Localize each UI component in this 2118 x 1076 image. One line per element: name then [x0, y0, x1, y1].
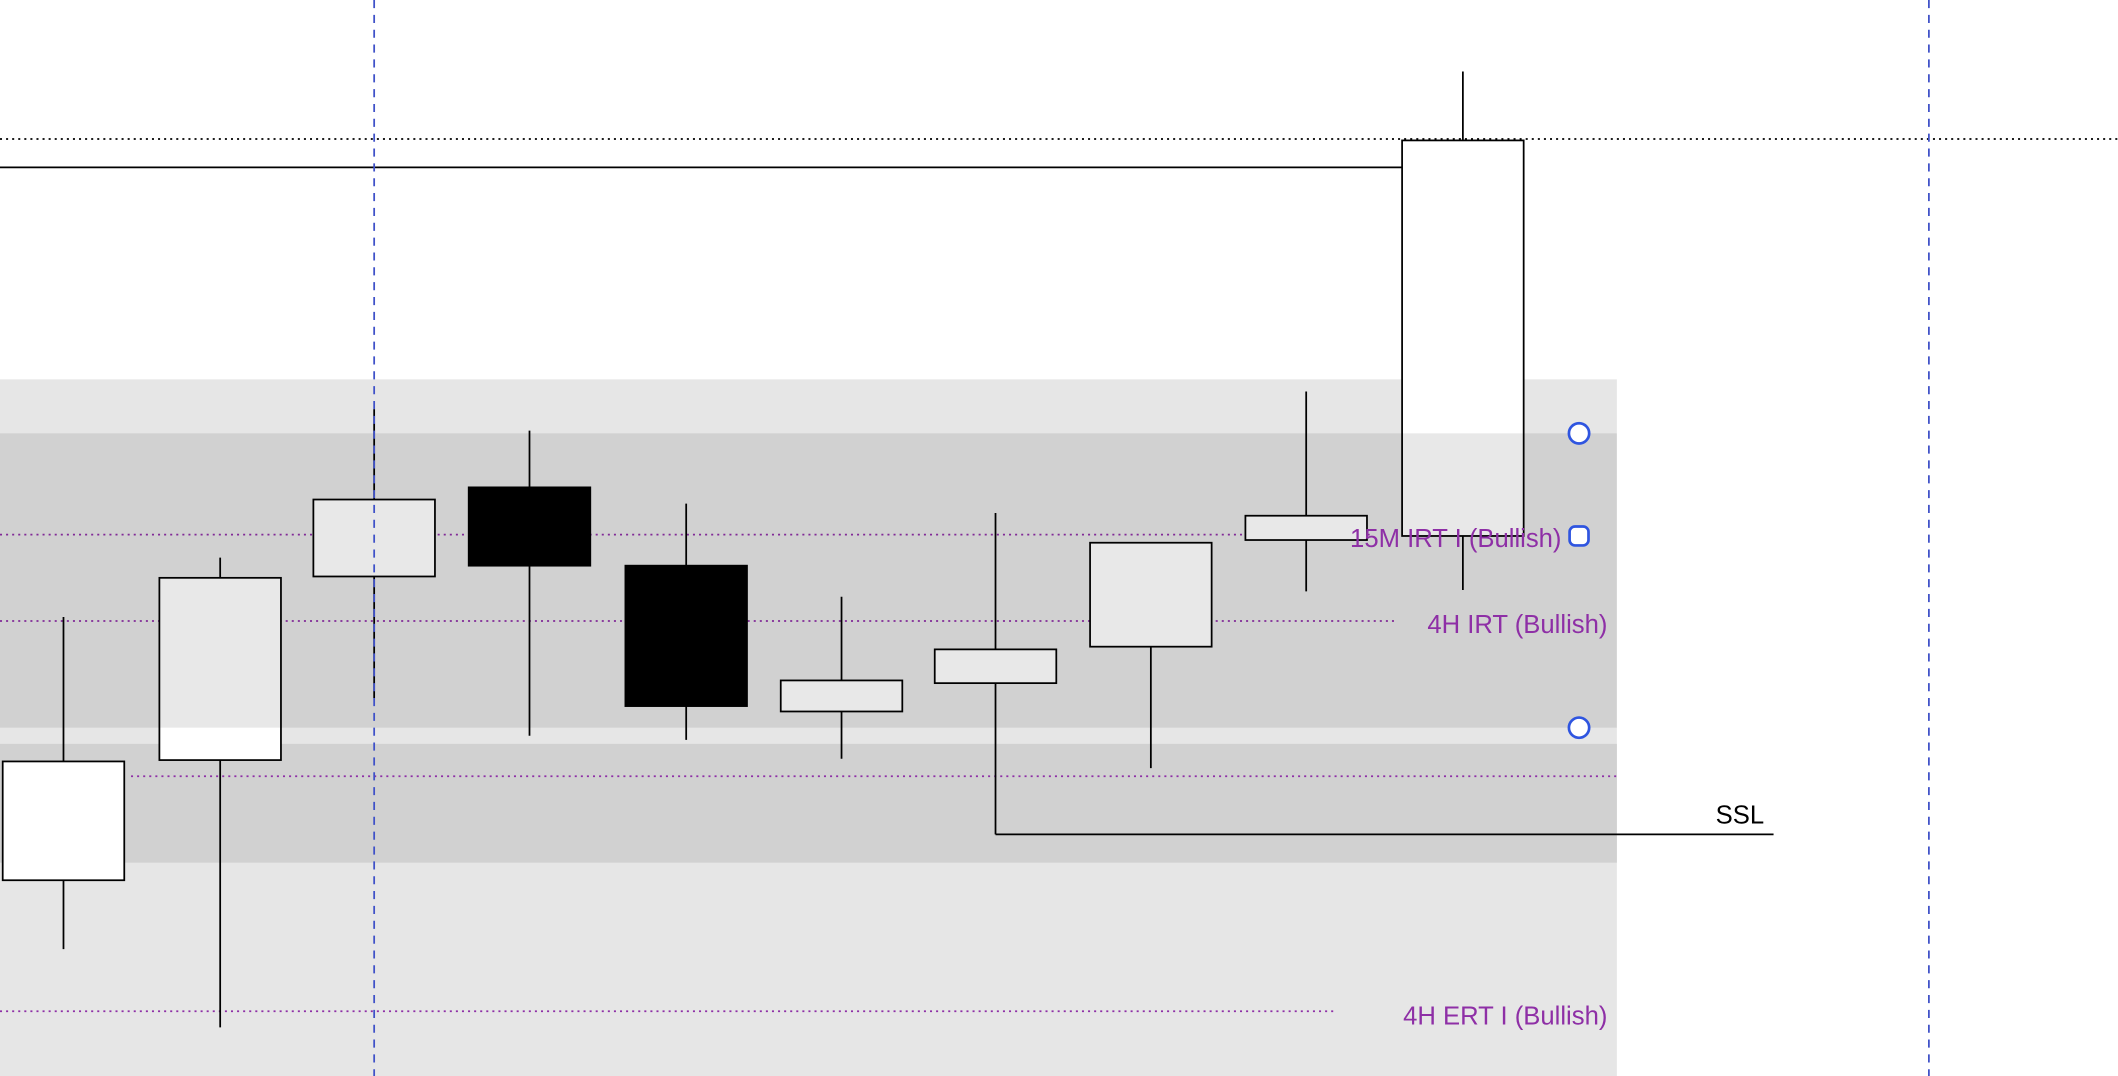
candle-body-bullish[interactable]: [1244, 514, 1368, 541]
candle-body-bullish[interactable]: [1401, 139, 1525, 537]
15m-irt-label: 15M IRT I (Bullish): [1350, 525, 1561, 553]
candle-body-bearish[interactable]: [624, 564, 748, 707]
zone-mid-handle[interactable]: [1568, 525, 1590, 547]
4h-ert-label: 4H ERT I (Bullish): [1403, 1003, 1607, 1031]
candle-body-bullish[interactable]: [933, 648, 1058, 685]
lower-inner-zone[interactable]: [0, 743, 1617, 863]
ssl-label: SSL: [1716, 802, 1764, 830]
4h-irt-label: 4H IRT (Bullish): [1427, 611, 1607, 639]
zone-bottom-handle[interactable]: [1567, 716, 1591, 740]
candle-body-bullish[interactable]: [158, 576, 282, 761]
candle-body-bullish[interactable]: [1089, 541, 1213, 648]
candle-body-bullish[interactable]: [779, 679, 904, 713]
upper-inner-zone[interactable]: [0, 433, 1617, 728]
candle-body-bullish[interactable]: [1, 760, 126, 882]
zone-top-handle[interactable]: [1567, 421, 1591, 445]
candle-body-bearish[interactable]: [467, 486, 592, 567]
